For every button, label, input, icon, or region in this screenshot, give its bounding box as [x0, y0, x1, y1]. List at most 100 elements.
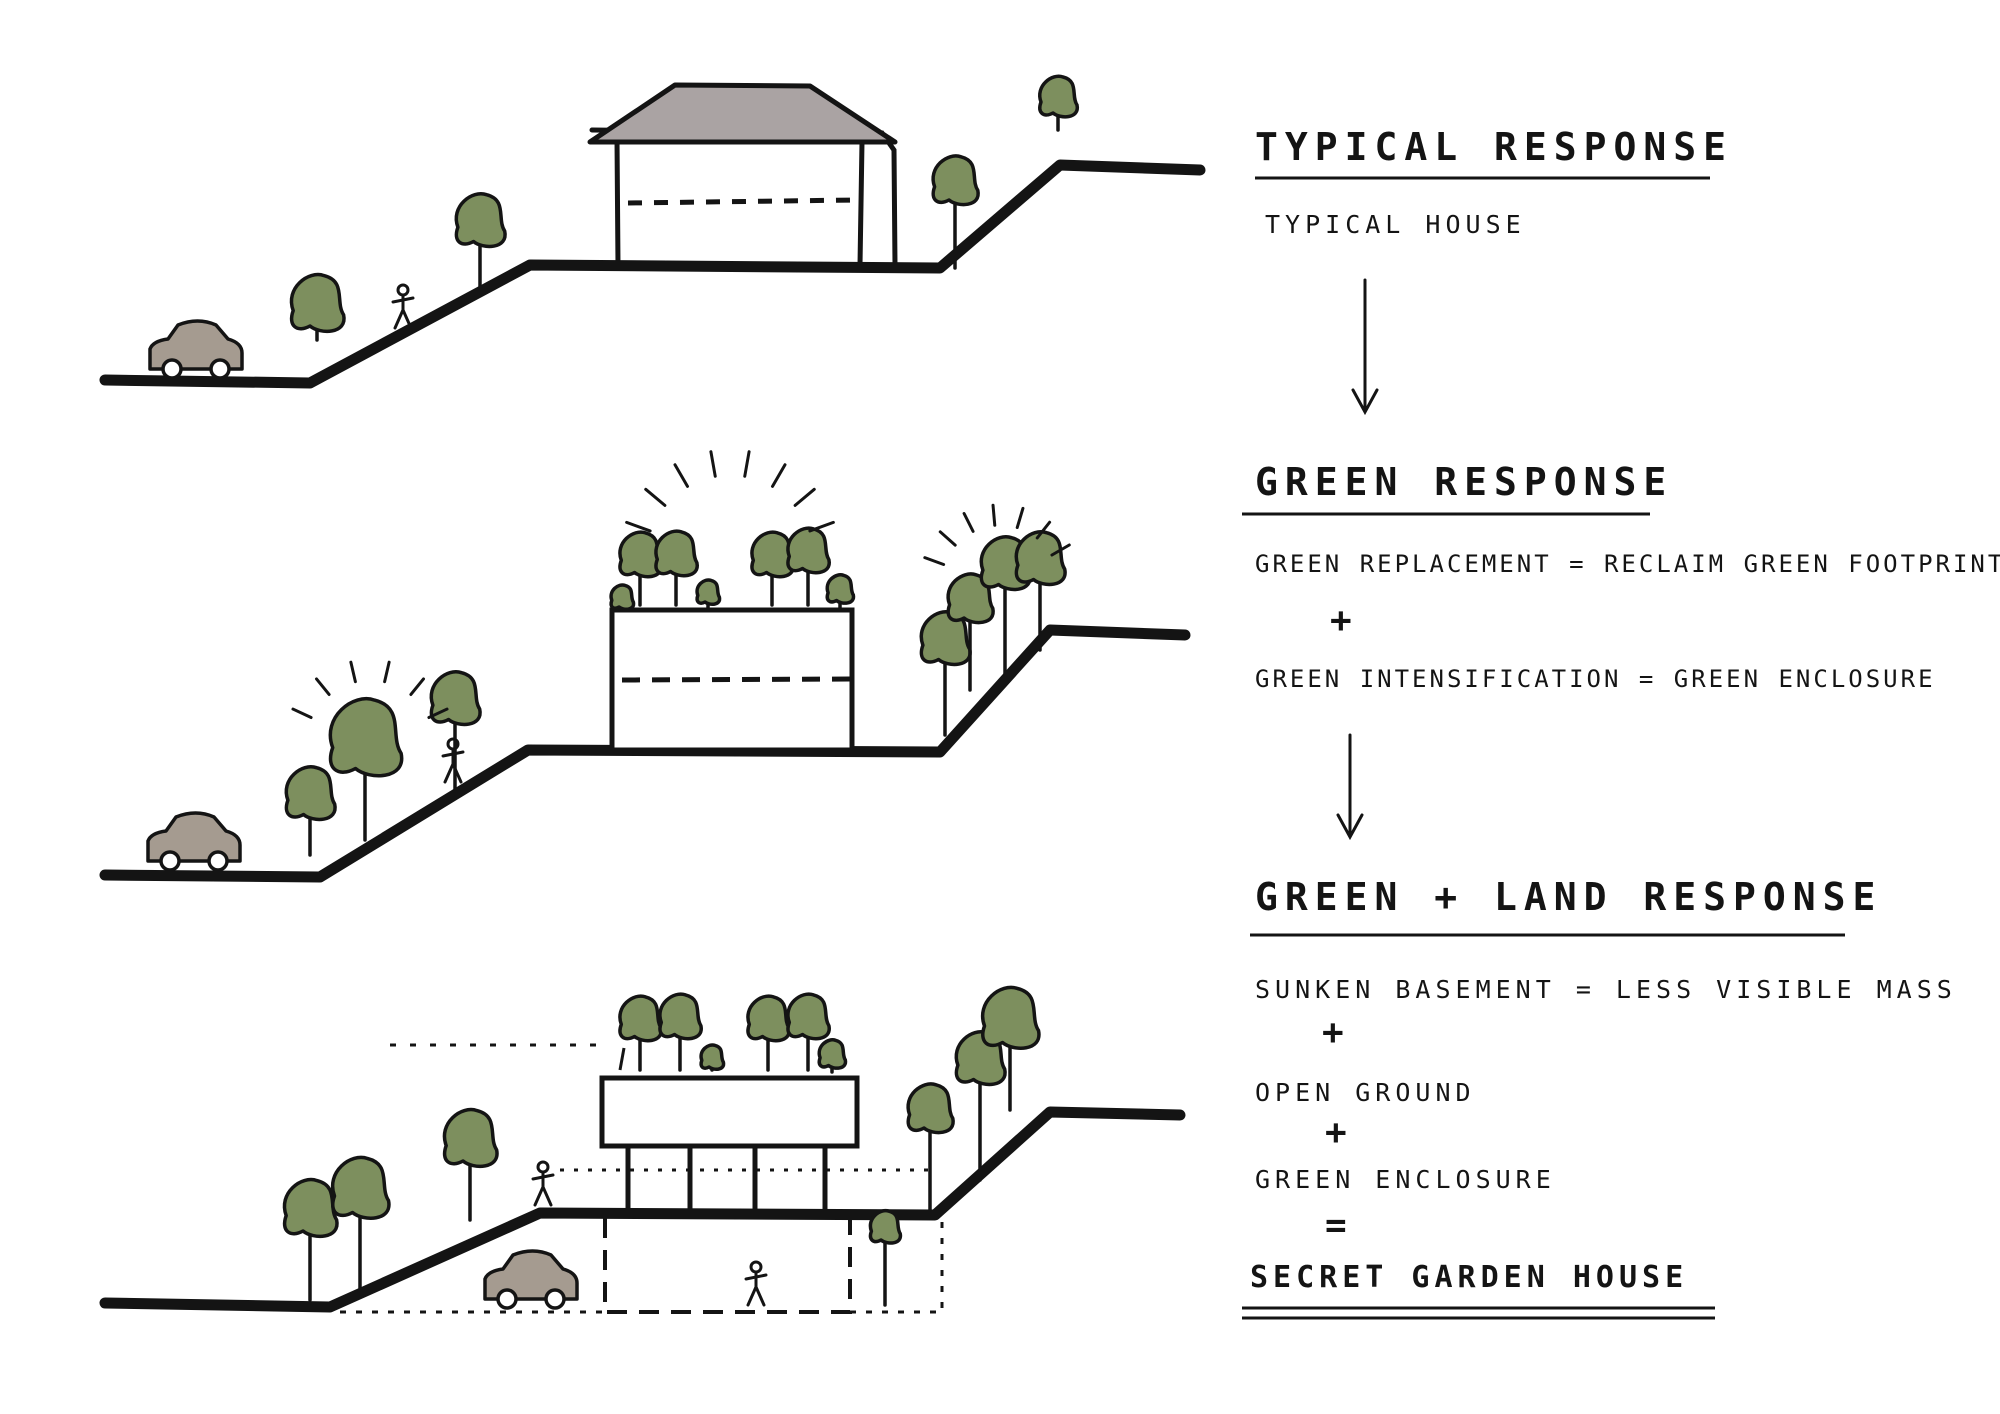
- tree: [330, 1155, 391, 1292]
- car: [483, 1249, 579, 1310]
- ray: [291, 707, 313, 720]
- tree: [946, 572, 995, 692]
- tree: [1014, 530, 1067, 652]
- canopy: [654, 529, 699, 578]
- ray: [673, 463, 689, 488]
- green-land-response-heading: Green + land response: [1255, 875, 1883, 919]
- house-walls: [589, 127, 898, 268]
- raised-building: [599, 1075, 860, 1149]
- tree: [695, 578, 722, 612]
- house-roof: [587, 82, 898, 145]
- canopy: [454, 192, 507, 249]
- car: [148, 319, 244, 380]
- down-arrow: [1351, 278, 1379, 416]
- canopy: [330, 1155, 391, 1220]
- tree: [282, 1177, 339, 1302]
- canopy: [1014, 530, 1067, 587]
- ray: [1015, 506, 1025, 530]
- sunken-basement-outline: [603, 1218, 852, 1314]
- tree: [817, 1038, 848, 1074]
- tree: [289, 272, 346, 342]
- canopy: [658, 992, 703, 1041]
- sun-rays: [625, 450, 835, 533]
- car-body: [483, 1249, 579, 1301]
- ray: [383, 660, 391, 684]
- tree: [699, 1043, 726, 1072]
- car: [146, 811, 242, 872]
- canopy: [289, 272, 346, 334]
- ray: [349, 660, 357, 684]
- tree: [658, 992, 703, 1072]
- ray: [938, 530, 957, 547]
- ray: [409, 677, 425, 696]
- person-outline: [531, 1160, 555, 1207]
- canopy: [282, 1177, 339, 1239]
- canopy: [699, 1043, 726, 1072]
- tree: [328, 697, 404, 842]
- person-figure: [441, 737, 465, 784]
- tree: [609, 583, 636, 612]
- secret-garden-house-note: Secret garden house: [1250, 1260, 1689, 1295]
- tree: [919, 610, 972, 737]
- ray: [427, 707, 449, 720]
- roof-figure: [618, 1047, 626, 1071]
- typical-response-heading: Typical response: [1255, 125, 1734, 169]
- canopy: [695, 578, 722, 607]
- canopy: [442, 1107, 499, 1169]
- canopy: [980, 985, 1041, 1050]
- plus-sign: +: [1322, 1012, 1344, 1053]
- car-wheel: [209, 358, 231, 380]
- canopy: [618, 994, 663, 1043]
- tree: [786, 526, 831, 607]
- ground-line: [99, 159, 1206, 389]
- sun-rays: [291, 660, 449, 720]
- ray: [1050, 543, 1071, 557]
- ray: [962, 512, 975, 533]
- annotation-rules: [1242, 176, 1845, 1320]
- tree: [454, 192, 507, 292]
- person-outline: [744, 1260, 768, 1307]
- green-land-response-section: [99, 985, 1186, 1314]
- ray: [793, 487, 816, 507]
- ray: [625, 520, 652, 533]
- car-wheel: [159, 850, 181, 872]
- person-figure: [391, 283, 415, 330]
- tree: [825, 573, 856, 612]
- car-wheel: [496, 1288, 518, 1310]
- sun-rays: [923, 503, 1071, 566]
- car-wheel: [161, 358, 183, 380]
- ray: [709, 450, 717, 478]
- equals-sign: =: [1325, 1205, 1347, 1246]
- person-outline: [441, 737, 465, 784]
- open-ground-note: Open ground: [1255, 1078, 1476, 1107]
- ray: [771, 463, 787, 488]
- tree: [906, 1082, 955, 1212]
- ray: [1035, 520, 1052, 540]
- person-outline: [391, 283, 415, 330]
- typical-house-note: Typical house: [1265, 210, 1526, 239]
- green-replacement-note: Green replacement = reclaim green footpr…: [1255, 550, 2000, 578]
- typical-response-section: [99, 74, 1206, 389]
- canopy: [946, 572, 995, 625]
- ray: [923, 556, 946, 566]
- person-figure: [744, 1260, 768, 1307]
- canopy: [786, 992, 831, 1041]
- canopy: [284, 765, 337, 822]
- tree: [1038, 74, 1079, 132]
- tree: [746, 994, 791, 1072]
- green-response-section: [99, 450, 1191, 883]
- green-response-heading: Green response: [1255, 460, 1674, 504]
- ground-line: [99, 1106, 1186, 1313]
- down-arrow: [1336, 733, 1364, 841]
- ray: [991, 503, 997, 527]
- tree: [618, 994, 663, 1072]
- car-wheel: [544, 1288, 566, 1310]
- car-body: [148, 319, 244, 371]
- ray: [315, 677, 331, 696]
- ray: [743, 450, 751, 478]
- floor-line: [627, 197, 856, 206]
- canopy: [786, 526, 831, 575]
- green-enclosure-note: Green enclosure: [1255, 1165, 1556, 1194]
- ray: [808, 520, 835, 533]
